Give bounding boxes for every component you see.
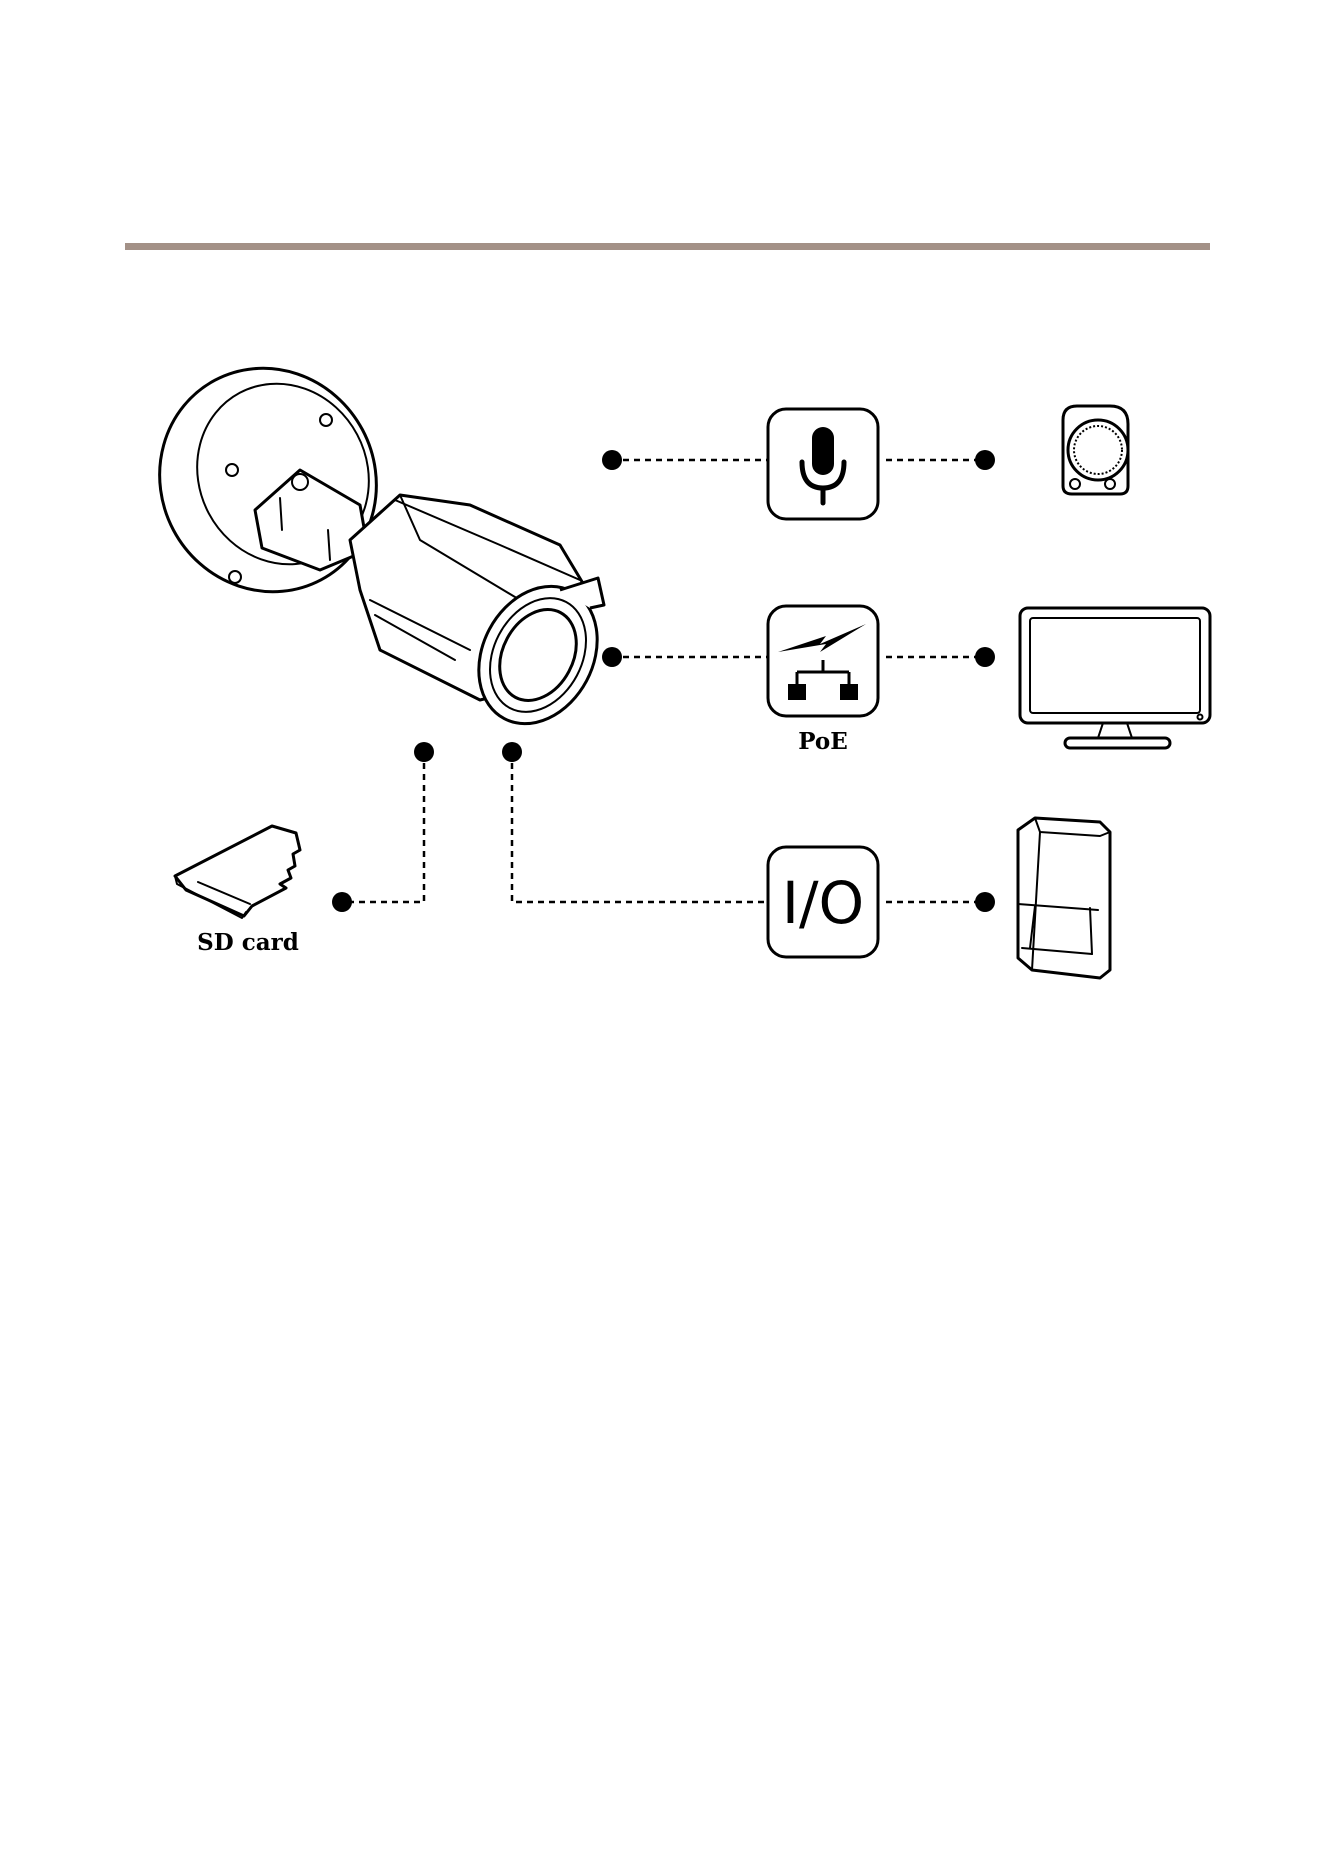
poe-label: PoE	[798, 728, 848, 755]
monitor-icon	[1020, 608, 1210, 748]
microphone-icon	[768, 409, 878, 519]
sd-card-icon	[175, 826, 300, 918]
io-label: I/O	[782, 869, 864, 937]
pir-sensor-icon	[1018, 818, 1110, 978]
io-icon: I/O	[768, 847, 878, 957]
poe-network-icon	[768, 606, 878, 716]
bullet-camera-icon	[120, 330, 620, 744]
speaker-icon	[1063, 406, 1128, 494]
sd-card-label: SD card	[197, 929, 299, 956]
